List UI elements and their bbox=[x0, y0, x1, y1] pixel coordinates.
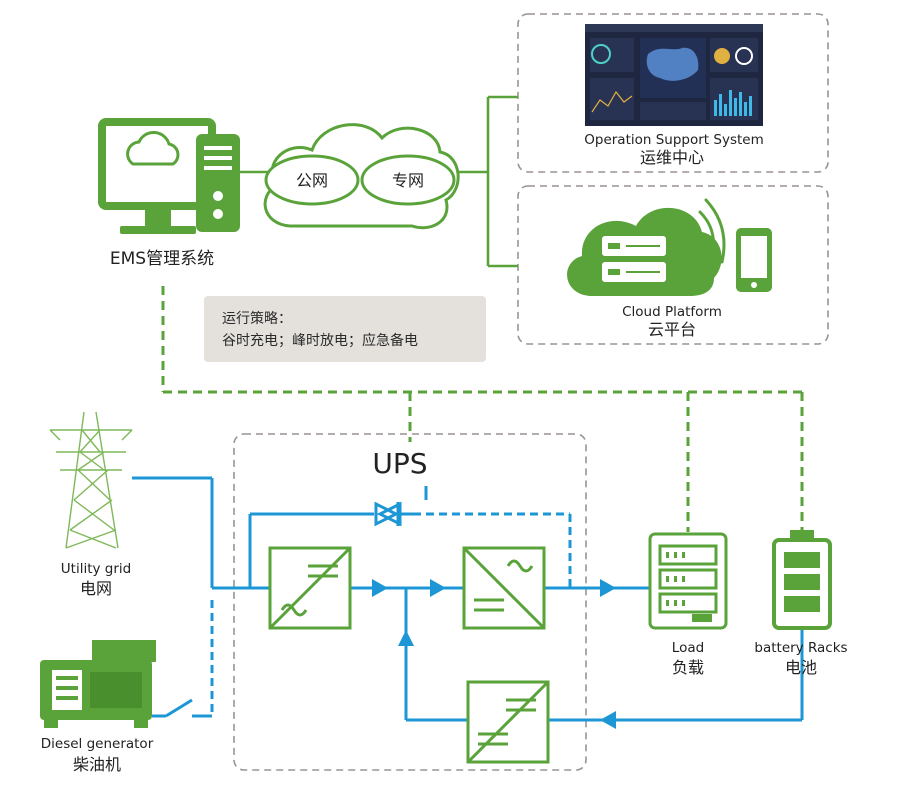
oss-dashboard-screen bbox=[585, 24, 763, 126]
diesel-label-zh: 柴油机 bbox=[73, 755, 121, 774]
oss-label-zh: 运维中心 bbox=[640, 148, 704, 167]
grid-label-zh: 电网 bbox=[80, 579, 112, 598]
smartphone-icon bbox=[736, 228, 772, 292]
cloud-label-en: Cloud Platform bbox=[622, 304, 722, 320]
load-server-rack-icon bbox=[648, 532, 728, 630]
diesel-label-en: Diesel generator bbox=[41, 736, 154, 752]
wifi-icon bbox=[692, 198, 726, 264]
transmission-tower-icon bbox=[49, 411, 133, 549]
dc-converter-icon bbox=[466, 680, 550, 764]
load-label-zh: 负载 bbox=[672, 658, 704, 677]
rectifier-icon bbox=[268, 546, 352, 630]
flow-arrows bbox=[372, 579, 616, 729]
network-cloud-icon bbox=[263, 123, 460, 230]
public-network-label: 公网 bbox=[296, 171, 328, 190]
battery-label-en: battery Racks bbox=[754, 640, 847, 656]
cloud-server-icon bbox=[567, 207, 722, 296]
grid-label-en: Utility grid bbox=[61, 561, 131, 577]
oss-panel bbox=[517, 13, 829, 173]
control-lines bbox=[161, 286, 804, 532]
battery-label-zh: 电池 bbox=[785, 658, 817, 677]
diesel-generator-icon bbox=[40, 640, 156, 728]
ems-label: EMS管理系统 bbox=[110, 249, 214, 269]
static-switch-icon bbox=[374, 501, 402, 527]
oss-label-en: Operation Support System bbox=[584, 132, 763, 148]
ems-computer-icon bbox=[98, 118, 240, 234]
private-network-label: 专网 bbox=[392, 171, 424, 190]
cloud-label-zh: 云平台 bbox=[648, 320, 696, 339]
strategy-title: 运行策略： bbox=[222, 311, 292, 327]
power-dashed-lines bbox=[210, 512, 572, 716]
ups-label: UPS bbox=[372, 447, 427, 480]
strategy-callout: 运行策略： 谷时充电；峰时放电；应急备电 bbox=[204, 296, 486, 362]
power-lines bbox=[132, 476, 804, 722]
strategy-text: 谷时充电；峰时放电；应急备电 bbox=[222, 333, 418, 349]
load-label-en: Load bbox=[672, 640, 704, 656]
inverter-icon bbox=[462, 546, 546, 630]
battery-icon bbox=[772, 530, 832, 630]
ups-frame bbox=[233, 433, 587, 771]
load-rack-details bbox=[666, 552, 712, 622]
